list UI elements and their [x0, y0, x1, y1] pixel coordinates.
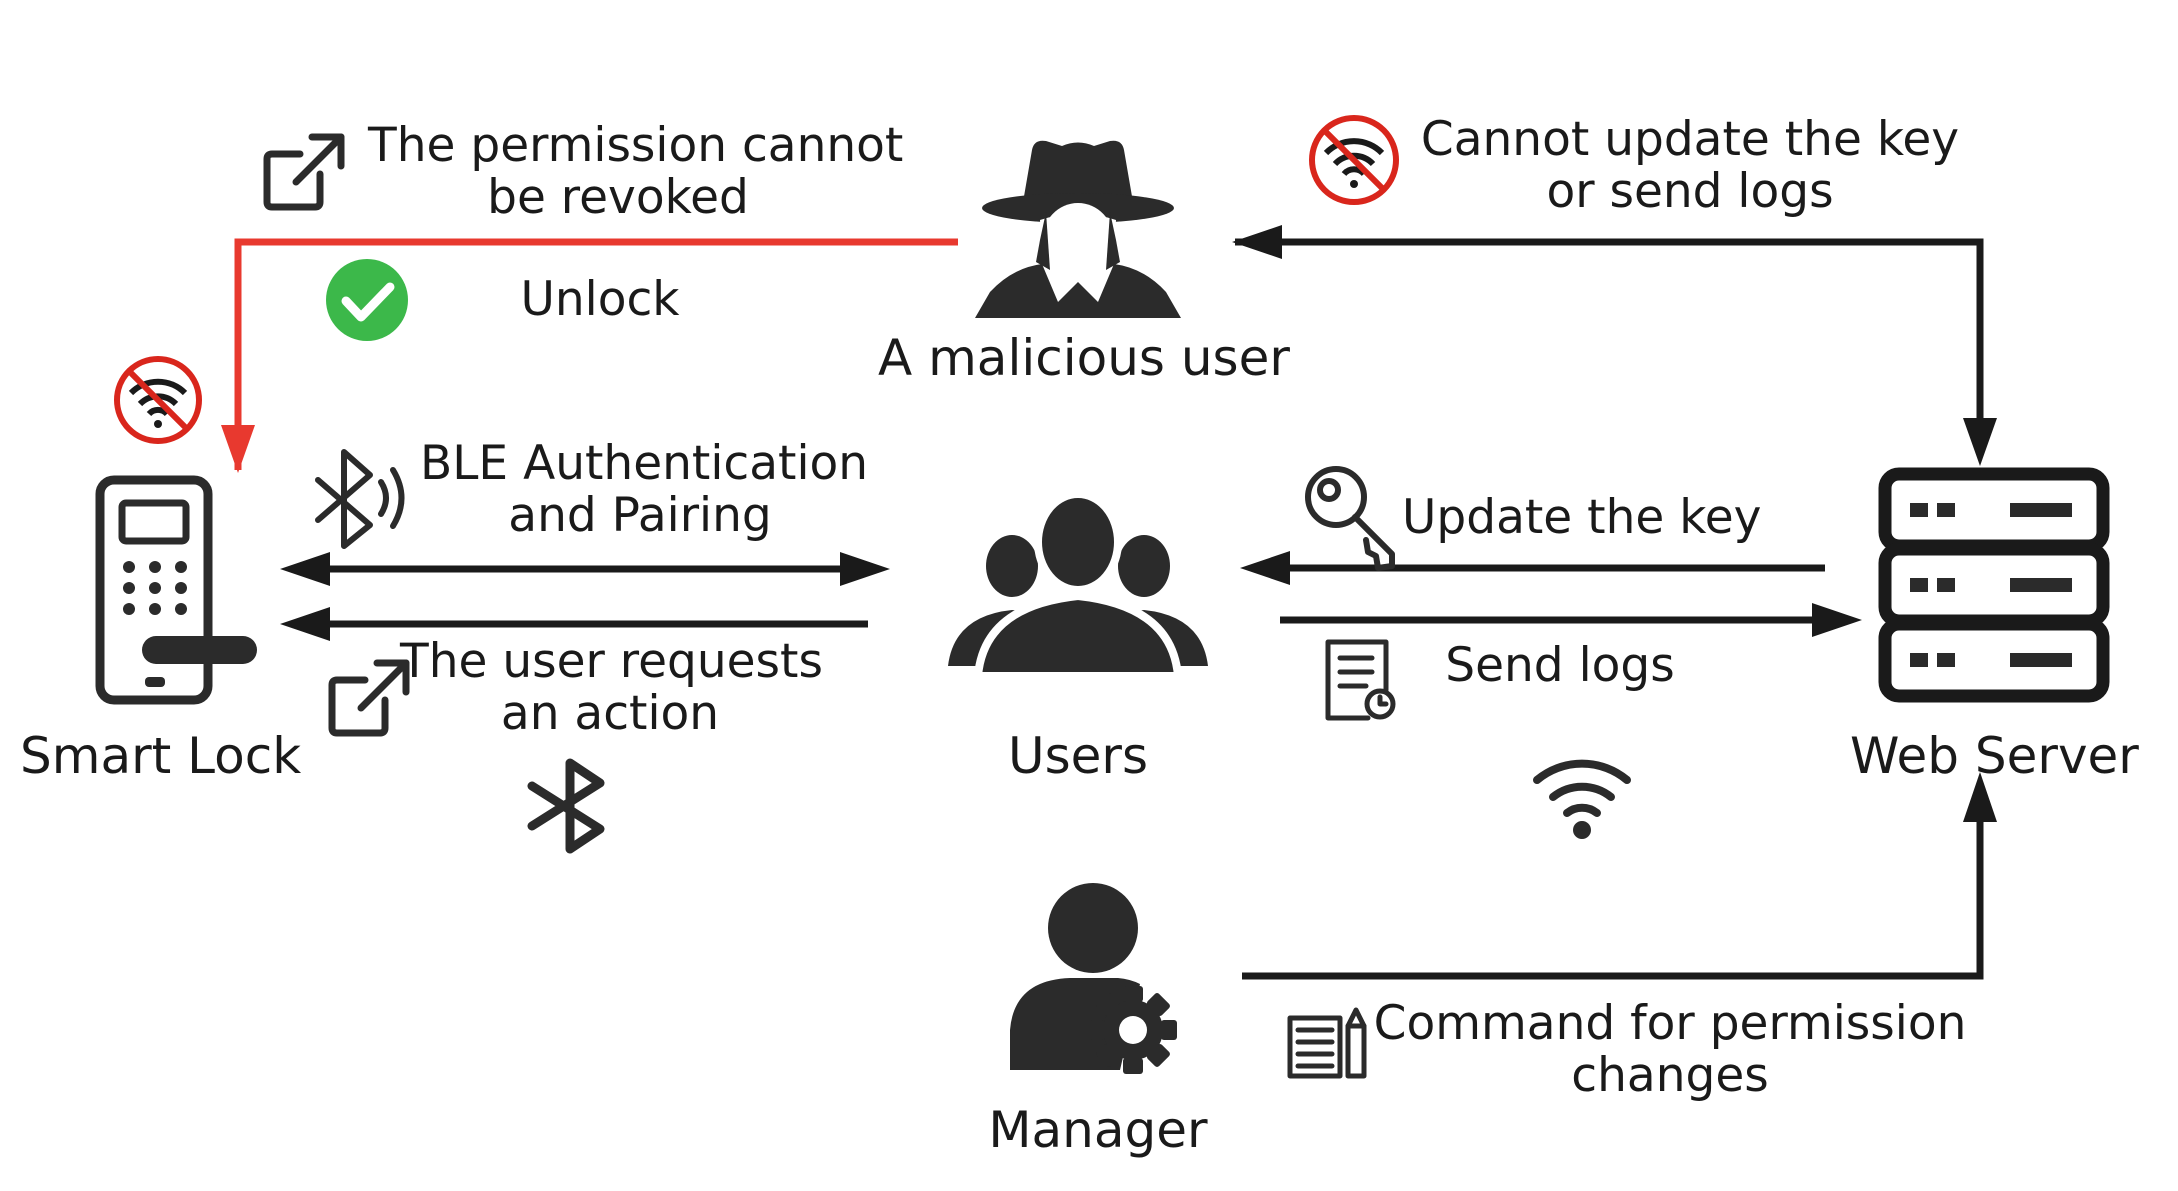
revoke-label-line1: The permission cannot [368, 118, 904, 173]
attack-unlock-arrow [234, 238, 958, 470]
server-no-wifi-icon [1309, 115, 1399, 205]
update-key-label: Update the key [1402, 490, 1762, 545]
no-update-label-line2: or send logs [1546, 164, 1834, 219]
permission-command-arrow [1242, 822, 1984, 980]
server-icon [1878, 467, 2110, 703]
attack-arrowhead [221, 425, 255, 473]
document-pencil-icon [1287, 1007, 1367, 1079]
manager-gear-icon [1010, 883, 1177, 1074]
request-label-line1: The user requests [400, 634, 823, 689]
smart-lock-icon [95, 475, 257, 705]
key-icon [1305, 466, 1395, 571]
log-document-icon [1325, 639, 1396, 721]
request-external-link-icon [328, 659, 410, 737]
user-group-icon [948, 490, 1208, 680]
revoke-label-line2: be revoked [487, 170, 749, 225]
unlock-label: Unlock [520, 272, 680, 327]
spy-icon [975, 140, 1181, 318]
manager-label: Manager [988, 1101, 1208, 1159]
command-label-line2: changes [1571, 1048, 1769, 1103]
wifi-icon [1533, 759, 1631, 839]
malicious-user-label: A malicious user [878, 329, 1290, 387]
no-update-label: Cannot update the key or send logs [1420, 114, 1960, 218]
no-update-label-line1: Cannot update the key [1420, 112, 1960, 167]
revoke-label: The permission cannot be revoked [368, 118, 904, 225]
command-label: Command for permission changes [1370, 998, 1970, 1102]
lock-no-wifi-icon [114, 356, 202, 444]
ble-label-line1: BLE Authentication [420, 436, 869, 491]
request-label: The user requests an action [400, 634, 823, 741]
bluetooth-signal-icon [315, 449, 405, 549]
request-label-line2: an action [500, 686, 720, 741]
ble-label-line2: and Pairing [508, 488, 772, 543]
users-label: Users [1007, 727, 1148, 785]
blocked-update-arrow [1235, 238, 1984, 456]
bluetooth-icon [527, 758, 605, 854]
ble-label: BLE Authentication and Pairing [420, 436, 869, 543]
web-server-label: Web Server [1850, 727, 2139, 785]
send-logs-label: Send logs [1445, 638, 1675, 693]
check-icon [326, 259, 408, 341]
command-label-line1: Command for permission [1373, 996, 1967, 1051]
revoke-external-link-icon [263, 133, 345, 211]
smart-lock-label: Smart Lock [20, 727, 302, 785]
